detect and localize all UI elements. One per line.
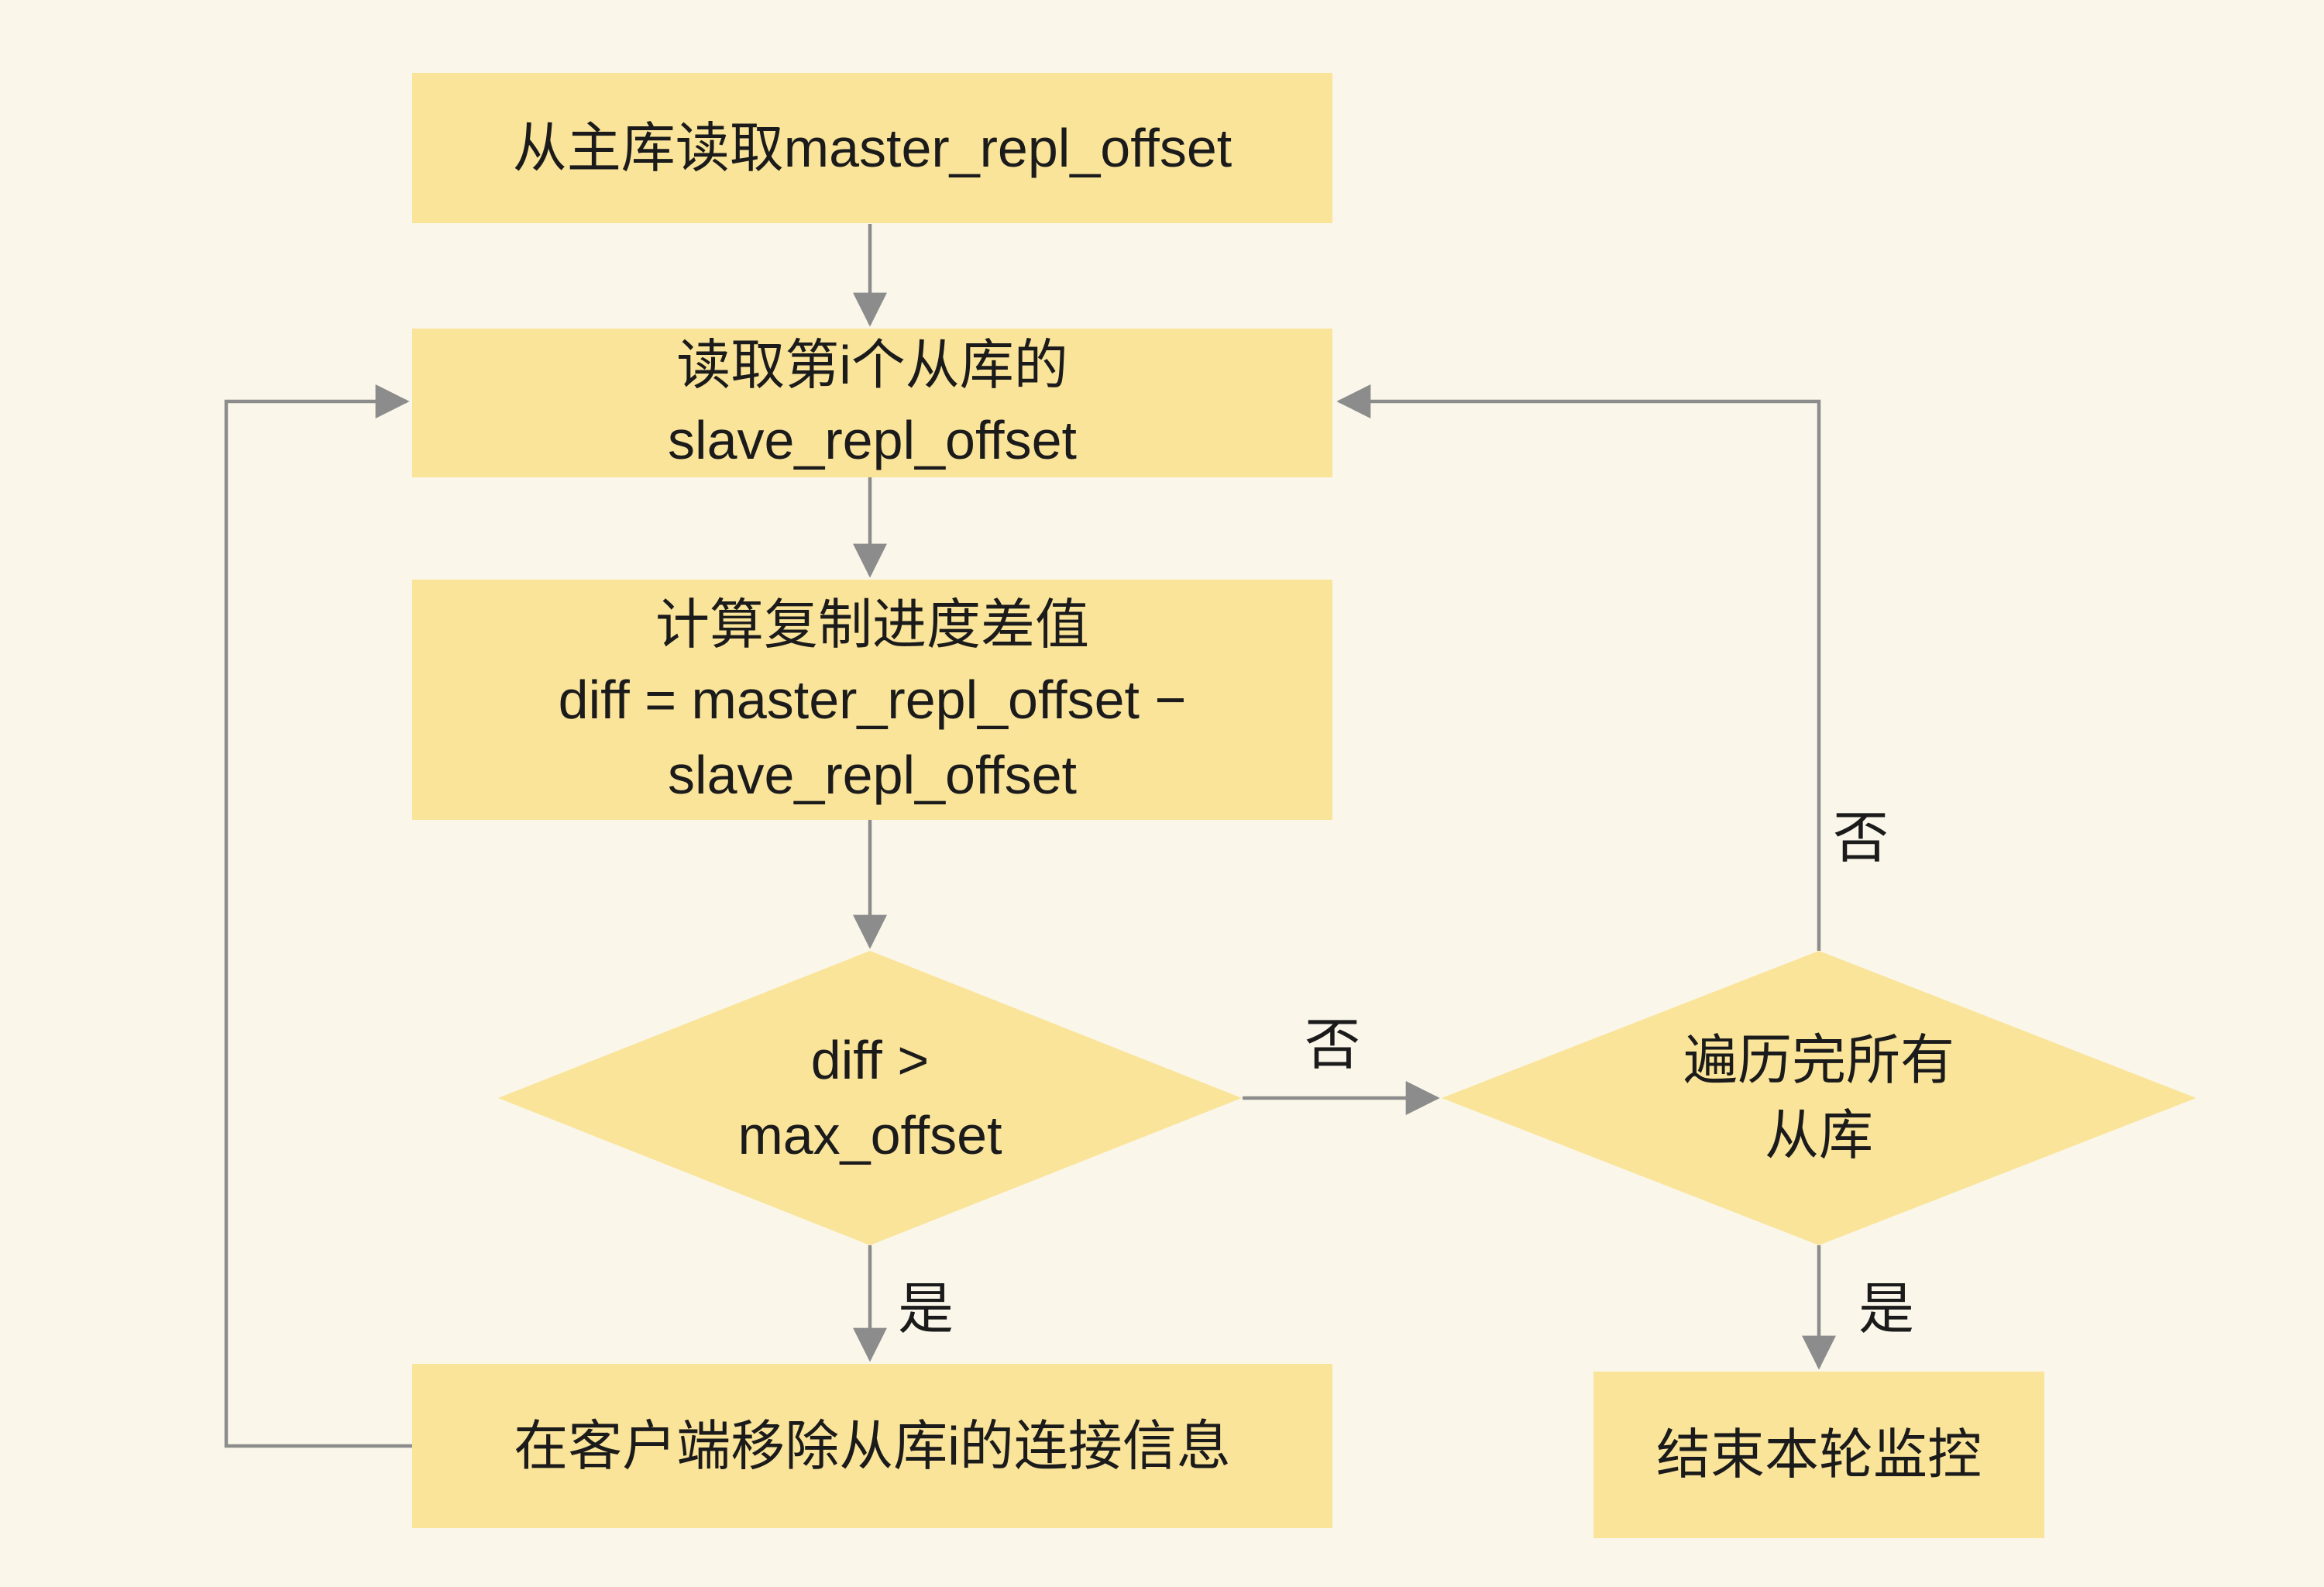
node-end-text: 结束本轮监控 (1656, 1424, 1982, 1485)
edge-label-no-traverse-loop: 否 (1832, 807, 1889, 869)
decision-traverse-text: 遍历完所有 从库 (1683, 1030, 1954, 1165)
decision-diff-text: diff > max_offset (737, 1030, 1002, 1165)
node-read-slave-text: 读取第i个从库的 slave_repl_offset (668, 335, 1077, 470)
edge-label-yes-diff-check: 是 (897, 1279, 954, 1341)
arrow-remove-slave-loop-to-read-slave (224, 384, 412, 1448)
arrow-traverse-no-loop-to-read-slave (1336, 384, 1821, 951)
node-remove-slave-connection: 在客户端移除从库i的连接信息 (412, 1364, 1332, 1528)
node-read-master-text: 从主库读取master_repl_offset (512, 117, 1232, 178)
node-calc-diff-text: 计算复制进度差值 diff = master_repl_offset − sla… (558, 594, 1187, 805)
edge-label-yes-traverse: 是 (1858, 1279, 1915, 1341)
node-end-monitoring-round: 结束本轮监控 (1593, 1372, 2044, 1538)
node-read-slave-offset: 读取第i个从库的 slave_repl_offset (412, 329, 1332, 477)
edge-label-no-between-diamonds: 否 (1304, 1014, 1361, 1076)
node-calc-diff: 计算复制进度差值 diff = master_repl_offset − sla… (412, 580, 1332, 820)
node-remove-text: 在客户端移除从库i的连接信息 (514, 1415, 1231, 1476)
node-read-master-offset: 从主库读取master_repl_offset (412, 73, 1332, 223)
